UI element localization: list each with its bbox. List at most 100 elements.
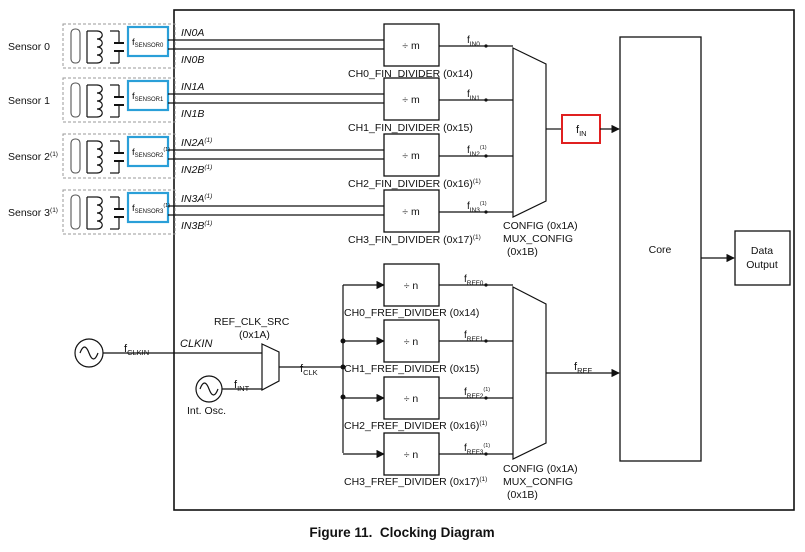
fref-divider-box — [383, 263, 440, 307]
sensor-target-icon — [70, 138, 81, 174]
fin-mux-config-line-2: MUX_CONFIG — [503, 233, 573, 245]
pin-a-label: IN0A — [181, 27, 204, 39]
ref-divider-2: ÷ n CH2_FREF_DIVIDER (0x16)(1) fREF2(1) — [343, 376, 513, 432]
fin-divider-register: CH2_FIN_DIVIDER (0x16)(1) — [348, 178, 481, 190]
pin-a-label: IN3A(1) — [181, 193, 212, 205]
ref-clk-src-label-1: REF_CLK_SRC — [214, 316, 290, 328]
fclk-label: fCLK — [300, 363, 318, 377]
fin-mux — [512, 47, 547, 218]
sensor-outline — [62, 77, 176, 123]
fref-divider-label: ÷ n — [404, 280, 419, 292]
sensor-frequency-box — [126, 25, 170, 58]
inductor-coil-icon — [96, 140, 103, 174]
fref-channel-label: fREF2(1) — [464, 387, 490, 400]
sensor-frequency-label: fSENSOR1 — [132, 91, 164, 103]
fin-divider-box — [383, 77, 440, 121]
sensor-channel-3: Sensor 3(1) fSENSOR3(1) IN3A(1) IN3B(1) ÷ m C… — [8, 189, 513, 246]
sensor-label: Sensor 0 — [8, 41, 50, 53]
fin-channel-label: fIN0 — [467, 35, 480, 48]
reference-dividers: ÷ n CH0_FREF_DIVIDER (0x14) fREF0 ÷ n CH1_FR… — [343, 263, 513, 488]
fref-divider-register: CH1_FREF_DIVIDER (0x15) — [344, 363, 479, 375]
ref-clk-src-mux — [261, 343, 280, 391]
inductor-coil-icon — [96, 30, 103, 64]
chip-boundary — [173, 9, 795, 511]
fin-mux-config-line-3: (0x1B) — [507, 246, 538, 258]
fref-divider-label: ÷ n — [404, 393, 419, 405]
core-block — [619, 36, 702, 462]
sensor-label: Sensor 1 — [8, 95, 50, 107]
sensor-outline — [62, 23, 176, 69]
fin-output-label: fIN — [576, 124, 587, 138]
pin-b-label: IN1B — [181, 108, 204, 120]
sensor-channel-1: Sensor 1 fSENSOR1 IN1A IN1B ÷ m CH1_FIN_DIVID… — [8, 77, 513, 134]
fref-mux-config-line-2: MUX_CONFIG — [503, 476, 573, 488]
fref-output-label: fREF — [574, 361, 592, 375]
fint-label: fINT — [234, 379, 250, 393]
sensor-outline — [62, 133, 176, 179]
fin-divider-label: ÷ m — [402, 150, 420, 162]
fref-divider-label: ÷ n — [404, 336, 419, 348]
ref-divider-1: ÷ n CH1_FREF_DIVIDER (0x15) fREF1 — [343, 319, 513, 375]
fin-channel-label: fIN2(1) — [467, 145, 487, 158]
pin-b-label: IN0B — [181, 54, 204, 66]
fin-divider-box — [383, 189, 440, 233]
sensor-frequency-box — [126, 135, 170, 168]
sensor-label: Sensor 3(1) — [8, 207, 58, 219]
pin-a-label: IN2A(1) — [181, 137, 212, 149]
ref-divider-0: ÷ n CH0_FREF_DIVIDER (0x14) fREF0 — [343, 263, 513, 319]
pin-b-label: IN2B(1) — [181, 164, 212, 176]
sensor-frequency-label: fSENSOR2(1) — [132, 147, 170, 159]
fref-divider-box — [383, 319, 440, 363]
sensor-channels: Sensor 0 fSENSOR0 IN0A IN0B ÷ m CH0_FIN_DIVID… — [8, 23, 513, 246]
sensor-label: Sensor 2(1) — [8, 151, 58, 163]
sensor-outline — [62, 189, 176, 235]
core-label: Core — [649, 244, 672, 256]
fin-divider-label: ÷ m — [402, 94, 420, 106]
sensor-channel-0: Sensor 0 fSENSOR0 IN0A IN0B ÷ m CH0_FIN_DIVID… — [8, 23, 513, 80]
fref-channel-label: fREF0 — [464, 274, 484, 287]
fin-mux-config-line-1: CONFIG (0x1A) — [503, 220, 578, 232]
fin-channel-label: fIN1 — [467, 89, 480, 102]
sensor-target-icon — [70, 28, 81, 64]
clkin-pin-label: CLKIN — [180, 338, 212, 350]
fref-mux — [512, 286, 547, 460]
data-output-block — [734, 230, 791, 286]
fin-divider-box — [383, 133, 440, 177]
sensor-target-icon — [70, 194, 81, 230]
sensor-channel-2: Sensor 2(1) fSENSOR2(1) IN2A(1) IN2B(1) ÷ m C… — [8, 133, 513, 190]
sensor-frequency-label: fSENSOR3(1) — [132, 203, 170, 215]
fref-channel-label: fREF3(1) — [464, 443, 490, 456]
sensor-frequency-box — [126, 79, 170, 112]
sensor-frequency-label: fSENSOR0 — [132, 37, 164, 49]
pin-b-label: IN3B(1) — [181, 220, 212, 232]
fin-divider-box — [383, 23, 440, 67]
sensor-frequency-box — [126, 191, 170, 224]
fref-divider-register: CH3_FREF_DIVIDER (0x17)(1) — [344, 476, 487, 488]
fref-divider-box — [383, 376, 440, 420]
sensor-target-icon — [70, 82, 81, 118]
pin-a-label: IN1A — [181, 81, 204, 93]
fref-channel-label: fREF1 — [464, 330, 484, 343]
figure-caption: Figure 11. Clocking Diagram — [309, 525, 494, 540]
ref-divider-3: ÷ n CH3_FREF_DIVIDER (0x17)(1) fREF3(1) — [343, 432, 513, 488]
fin-channel-label: fIN3(1) — [467, 201, 487, 214]
fref-divider-register: CH0_FREF_DIVIDER (0x14) — [344, 307, 479, 319]
fref-divider-register: CH2_FREF_DIVIDER (0x16)(1) — [344, 420, 487, 432]
fin-divider-label: ÷ m — [402, 40, 420, 52]
ref-clk-src-label-2: (0x1A) — [239, 329, 270, 341]
data-output-label-1: Data — [751, 245, 773, 257]
fclkin-label: fCLKIN — [124, 343, 149, 357]
data-output-label-2: Output — [746, 259, 778, 271]
fin-divider-register: CH3_FIN_DIVIDER (0x17)(1) — [348, 234, 481, 246]
fref-mux-config-line-3: (0x1B) — [507, 489, 538, 501]
fref-mux-config-line-1: CONFIG (0x1A) — [503, 463, 578, 475]
fin-divider-register: CH0_FIN_DIVIDER (0x14) — [348, 68, 473, 80]
int-osc-label: Int. Osc. — [187, 405, 226, 417]
inductor-coil-icon — [96, 84, 103, 118]
fin-divider-register: CH1_FIN_DIVIDER (0x15) — [348, 122, 473, 134]
fin-divider-label: ÷ m — [402, 206, 420, 218]
inductor-coil-icon — [96, 196, 103, 230]
fref-divider-label: ÷ n — [404, 449, 419, 461]
